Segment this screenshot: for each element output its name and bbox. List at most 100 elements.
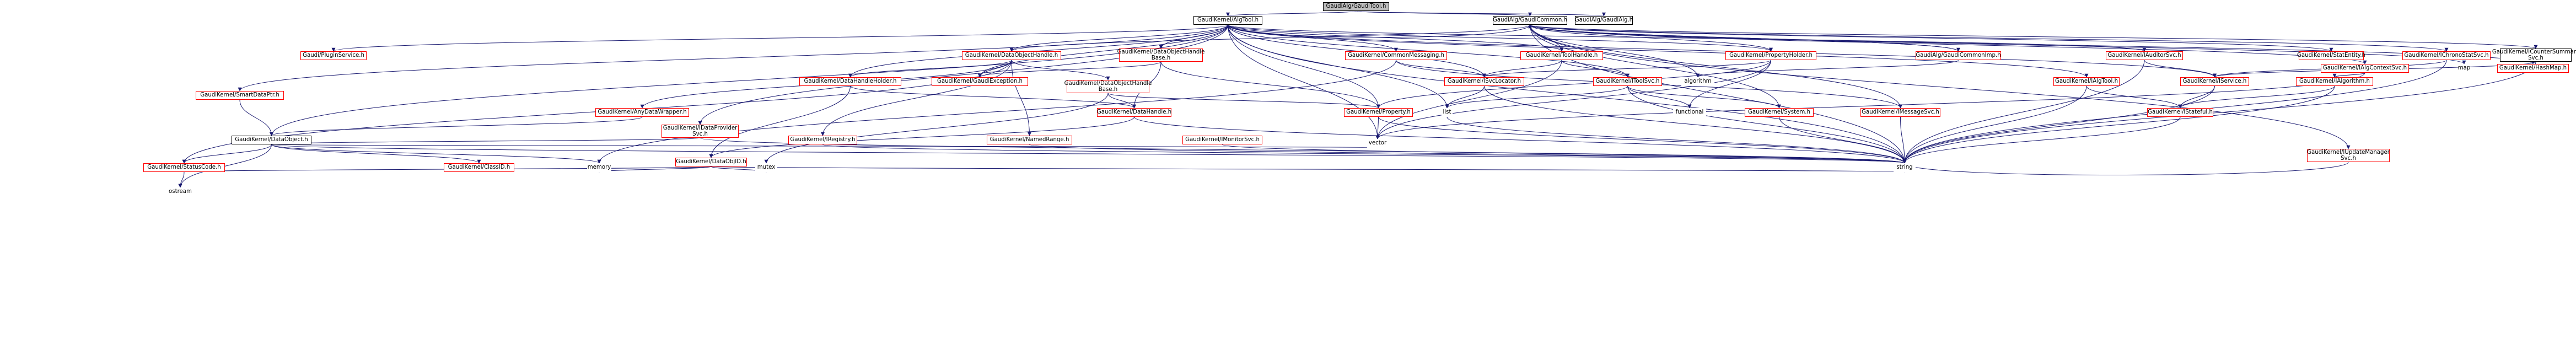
node-itoolsvc[interactable]: GaudiKernel/IToolSvc.h [1593, 77, 1662, 86]
node-iupdatemanager[interactable]: GaudiKernel/IUpdateManager Svc.h [2307, 149, 2390, 162]
edge-propholder-to-vector [1375, 60, 1771, 139]
node-dataobjid[interactable]: GaudiKernel/DataObjID.h [675, 158, 747, 166]
edge-dataobjid-to-string [711, 166, 1905, 173]
edge-propholder-to-property [1376, 60, 1771, 109]
edge-algtool-to-vector [1228, 24, 1380, 139]
node-list[interactable]: list [1442, 108, 1453, 117]
node-string[interactable]: string [1894, 163, 1916, 172]
node-classid[interactable]: GaudiKernel/ClassID.h [444, 163, 514, 172]
node-toolhandle[interactable]: GaudiKernel/ToolHandle.h [1520, 51, 1603, 60]
edge-datahandle-to-string [1134, 116, 1907, 164]
node-algtool[interactable]: GaudiKernel/AlgTool.h [1193, 16, 1262, 25]
node-idataprovider[interactable]: GaudiKernel/IDataProvider Svc.h [662, 125, 739, 138]
node-dataobjhandle[interactable]: GaudiKernel/DataObjectHandle.h [962, 51, 1061, 60]
edge-propholder-to-isvclocator [1482, 60, 1771, 78]
edge-dataobject-to-string [271, 144, 1906, 164]
edge-common-to-ichronostat [1530, 24, 2449, 52]
node-algorithm_std[interactable]: algorithm [1681, 77, 1714, 86]
edge-icounter-to-string [1902, 61, 2536, 164]
node-ialgorithm[interactable]: GaudiKernel/IAlgorithm.h [2296, 77, 2373, 86]
node-system[interactable]: GaudiKernel/System.h [1745, 108, 1814, 117]
edge-root-to-gaudialg [1356, 10, 1606, 17]
node-istateful[interactable]: GaudiKernel/IStateful.h [2147, 108, 2213, 117]
edge-common-to-algorithm_std [1530, 24, 1700, 78]
edge-algtool-to-dataobject [270, 24, 1228, 136]
node-namedrange[interactable]: GaudiKernel/NamedRange.h [987, 136, 1072, 144]
node-hashmap[interactable]: GaudiKernel/HashMap.h [2497, 64, 2569, 73]
edge-algtool-to-itoolsvc [1228, 24, 1630, 78]
node-imessagesvc[interactable]: GaudiKernel/IMessageSvc.h [1860, 108, 1940, 117]
edge-root-to-algtool [1226, 10, 1357, 17]
node-memory[interactable]: memory [587, 163, 611, 172]
edge-ialgorithm-to-istateful [2178, 85, 2335, 109]
node-vector[interactable]: vector [1367, 139, 1388, 148]
edge-iupdatemanager-to-string [1902, 162, 2349, 175]
node-datahandlebase2[interactable]: GaudiKernel/DataObjectHandle Base.h [1064, 80, 1152, 93]
edge-commonmsg-to-memory [597, 60, 1396, 164]
edge-auditorsvc-to-string [1902, 60, 2145, 164]
node-gaudiexception[interactable]: GaudiKernel/GaudiException.h [932, 77, 1028, 86]
edge-statuscode-to-ostream [178, 171, 185, 188]
edge-dataobjhandlebase-to-gaudiexception [978, 61, 1161, 78]
edge-common-to-system [1530, 24, 1781, 109]
node-isvclocator[interactable]: GaudiKernel/ISvcLocator.h [1444, 77, 1524, 86]
edge-iservice-to-string [1902, 85, 2215, 164]
edge-dataobjhandle-to-namedrange [1011, 60, 1031, 136]
node-functional[interactable]: functional [1673, 108, 1706, 117]
node-propholder[interactable]: GaudiKernel/PropertyHolder.h [1725, 51, 1816, 60]
edge-property-to-string [1378, 116, 1907, 164]
node-common[interactable]: GaudiAlg/GaudiCommon.h [1493, 16, 1567, 25]
node-ialgctx[interactable]: GaudiKernel/IAlgContextSvc.h [2321, 64, 2409, 73]
node-property[interactable]: GaudiKernel/Property.h [1344, 108, 1413, 117]
edge-datahandlebase2-to-property [1107, 93, 1380, 109]
edge-datahandleholder-to-datahandle [850, 85, 1136, 109]
node-ostream[interactable]: ostream [168, 187, 192, 196]
edge-iregistry-to-string [822, 144, 1906, 164]
edge-toolhandle-to-itoolsvc [1561, 60, 1630, 78]
node-anydatawrapper[interactable]: GaudiKernel/AnyDataWrapper.h [595, 108, 689, 117]
node-statuscode[interactable]: GaudiKernel/StatusCode.h [143, 163, 225, 172]
node-ichronostat[interactable]: GaudiKernel/IChronoStatSvc.h [2402, 51, 2491, 60]
node-pluginsvc[interactable]: Gaudi/PluginService.h [300, 51, 367, 60]
node-iregistry[interactable]: GaudiKernel/IRegistry.h [788, 136, 857, 144]
edge-smartdataptr-to-dataobject [239, 99, 273, 136]
node-ialgtool[interactable]: GaudiKernel/IAlgTool.h [2053, 77, 2120, 86]
node-dataobject[interactable]: GaudiKernel/DataObject.h [232, 136, 311, 144]
node-commonmsg[interactable]: GaudiKernel/CommonMessaging.h [1345, 51, 1447, 60]
node-smartdataptr[interactable]: GaudiKernel/SmartDataPtr.h [196, 91, 284, 100]
edge-algtool-to-dataobjhandle [1009, 24, 1228, 52]
edge-common-to-statentity [1530, 24, 2333, 52]
edge-algtool-to-propholder [1228, 24, 1773, 52]
edge-dataobjhandle-to-datahandleholder [848, 60, 1012, 78]
edge-common-to-propholder [1530, 24, 1773, 52]
node-gaudialg[interactable]: GaudiAlg/GaudiAlg.h [1575, 16, 1633, 25]
node-auditorsvc[interactable]: GaudiKernel/IAuditorSvc.h [2106, 51, 2183, 60]
node-dataobjhandlebase[interactable]: GaudiKernel/DataObjectHandle Base.h [1117, 49, 1205, 62]
edge-itoolsvc-to-system [1627, 85, 1781, 109]
edge-imessagesvc-to-string [1900, 116, 1907, 164]
node-iservice[interactable]: GaudiKernel/IService.h [2180, 77, 2249, 86]
edge-toolhandle-to-vector [1375, 60, 1562, 139]
edge-itoolsvc-to-list [1445, 85, 1628, 109]
node-icounter[interactable]: GaudiKernel/ICounterSummary Svc.h [2492, 49, 2576, 62]
edge-datahandle-to-dataobjid [709, 116, 1134, 158]
edge-algtool-to-pluginsvc [331, 24, 1228, 52]
edge-property-to-vector [1375, 116, 1380, 139]
edge-ialgtool-to-string [1902, 85, 2087, 164]
edge-algtool-to-property [1228, 24, 1380, 109]
node-root[interactable]: GaudiAlg/GaudiTool.h [1323, 2, 1389, 11]
edge-algtool-to-smartdataptr [238, 24, 1228, 92]
edge-propholder-to-functional [1687, 60, 1771, 109]
node-imonitorsvc[interactable]: GaudiKernel/IMonitorSvc.h [1182, 136, 1262, 144]
edge-auditorsvc-to-iservice [2144, 60, 2217, 78]
node-commonimp[interactable]: GaudiAlg/GaudiCommonImp.h [1916, 51, 2001, 60]
edge-algtool-to-ialgtool [1228, 24, 2089, 78]
edge-ialgtool-to-istateful [2086, 85, 2182, 109]
node-map[interactable]: map [2458, 64, 2470, 73]
node-datahandle[interactable]: GaudiKernel/DataHandle.h [1097, 108, 1171, 117]
node-mutex[interactable]: mutex [755, 163, 777, 172]
node-datahandleholder[interactable]: GaudiKernel/DataHandleHolder.h [799, 77, 901, 86]
node-statentity[interactable]: GaudiKernel/StatEntity.h [2297, 51, 2365, 60]
edge-dataobject-to-memory [271, 144, 601, 164]
